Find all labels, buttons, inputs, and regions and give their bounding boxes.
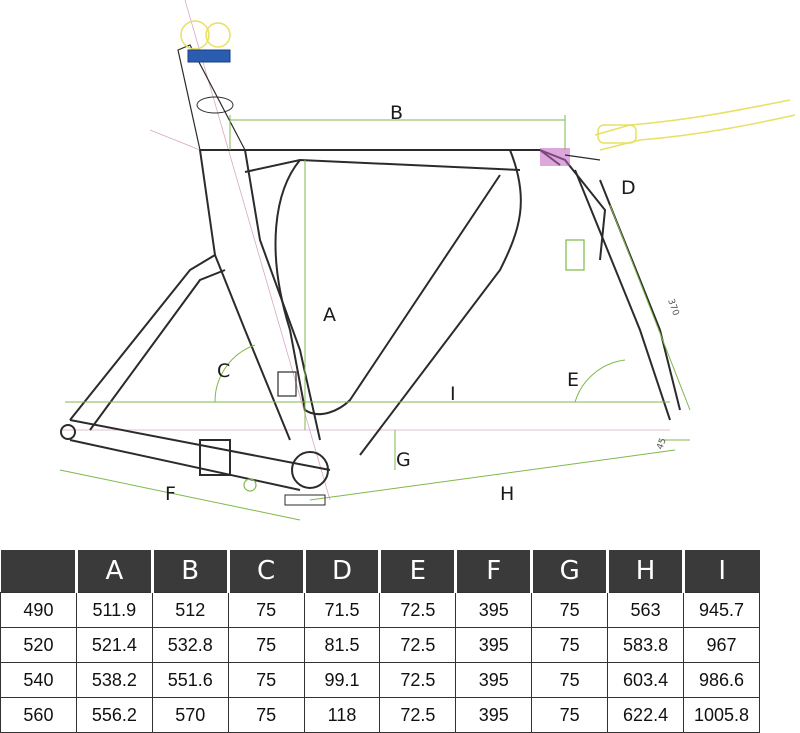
label-C: C bbox=[217, 360, 230, 382]
label-F: F bbox=[165, 483, 176, 505]
aero-bars bbox=[594, 99, 796, 151]
cell: 583.8 bbox=[607, 627, 685, 663]
cell: 532.8 bbox=[151, 627, 229, 663]
header-C: C bbox=[228, 550, 306, 593]
cell: 395 bbox=[455, 697, 533, 733]
label-I: I bbox=[450, 383, 456, 405]
cell: 75 bbox=[531, 627, 609, 663]
cell: 75 bbox=[227, 662, 305, 698]
cell: 1005.8 bbox=[683, 697, 760, 733]
header-size bbox=[0, 550, 78, 593]
cell: 551.6 bbox=[151, 662, 229, 698]
label-E: E bbox=[567, 369, 579, 391]
cell: 986.6 bbox=[683, 662, 760, 698]
cell: 75 bbox=[531, 697, 609, 733]
label-H: H bbox=[500, 483, 514, 505]
cell: 967 bbox=[683, 627, 760, 663]
table-row: 540 538.2 551.6 75 99.1 72.5 395 75 603.… bbox=[0, 662, 760, 698]
label-B: B bbox=[390, 102, 403, 124]
cell: 570 bbox=[151, 697, 229, 733]
header-B: B bbox=[152, 550, 230, 593]
label-offset: 45 bbox=[655, 437, 668, 451]
header-H: H bbox=[607, 550, 686, 593]
cell: 395 bbox=[455, 662, 533, 698]
cell: 75 bbox=[227, 592, 305, 628]
construction-lines bbox=[60, 0, 670, 501]
header-E: E bbox=[379, 550, 458, 593]
cell: 75 bbox=[531, 662, 609, 698]
cell: 99.1 bbox=[303, 662, 381, 698]
bike-frame-geometry-diagram: B A C D E F G H I 370 45 bbox=[59, 0, 796, 521]
table-row: 560 556.2 570 75 118 72.5 395 75 622.4 1… bbox=[0, 697, 760, 733]
label-D: D bbox=[621, 177, 636, 199]
cell: 72.5 bbox=[379, 697, 457, 733]
cell: 512 bbox=[151, 592, 229, 628]
header-F: F bbox=[455, 550, 534, 593]
cell: 72.5 bbox=[379, 592, 457, 628]
cell: 563 bbox=[607, 592, 685, 628]
cell: 71.5 bbox=[303, 592, 381, 628]
label-G: G bbox=[396, 449, 411, 471]
cell: 556.2 bbox=[75, 697, 153, 733]
cell: 622.4 bbox=[607, 697, 685, 733]
table-header-row: A B C D E F G H I bbox=[0, 550, 760, 593]
table-row: 490 511.9 512 75 71.5 72.5 395 75 563 94… bbox=[0, 592, 760, 628]
frame-outline bbox=[60, 149, 681, 491]
cell: 72.5 bbox=[379, 627, 457, 663]
cell: 603.4 bbox=[607, 662, 685, 698]
label-fork-length: 370 bbox=[665, 298, 680, 318]
cell: 538.2 bbox=[75, 662, 153, 698]
dimension-lines bbox=[59, 115, 691, 521]
cell-size: 540 bbox=[0, 662, 77, 698]
table-row: 520 521.4 532.8 75 81.5 72.5 395 75 583.… bbox=[0, 627, 760, 663]
header-G: G bbox=[531, 550, 610, 593]
cell-size: 490 bbox=[0, 592, 77, 628]
cell: 395 bbox=[455, 627, 533, 663]
brake-details bbox=[243, 239, 585, 506]
cell: 511.9 bbox=[75, 592, 153, 628]
cell: 81.5 bbox=[303, 627, 381, 663]
geometry-table: A B C D E F G H I 490 511.9 512 75 71.5 … bbox=[0, 550, 760, 733]
cell-size: 520 bbox=[0, 627, 77, 663]
cell: 72.5 bbox=[379, 662, 457, 698]
cell: 118 bbox=[303, 697, 381, 733]
stem bbox=[540, 148, 601, 166]
header-D: D bbox=[304, 550, 382, 593]
cell: 395 bbox=[455, 592, 533, 628]
label-A: A bbox=[323, 304, 336, 326]
cell: 945.7 bbox=[683, 592, 760, 628]
cell: 75 bbox=[227, 627, 305, 663]
cell: 521.4 bbox=[75, 627, 153, 663]
header-I: I bbox=[683, 550, 760, 593]
header-A: A bbox=[76, 550, 154, 593]
cell: 75 bbox=[531, 592, 609, 628]
cell-size: 560 bbox=[0, 697, 77, 733]
seatpost bbox=[177, 20, 246, 151]
cell: 75 bbox=[227, 697, 305, 733]
